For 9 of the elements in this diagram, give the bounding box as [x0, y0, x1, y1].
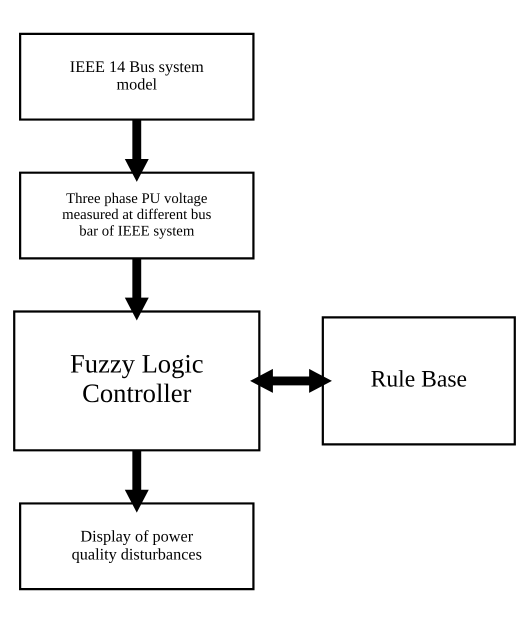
node-box: IEEE 14 Bus system model — [19, 32, 255, 121]
node-box: Rule Base — [322, 316, 516, 446]
node-box: Three phase PU voltage measured at different bus bar of IEEE system — [19, 172, 255, 260]
arrow — [124, 258, 149, 320]
node-box: Display of power quality disturbances — [19, 502, 255, 590]
node-box: Fuzzy Logic Controller — [13, 310, 260, 452]
arrow — [124, 450, 149, 513]
arrow — [124, 120, 149, 182]
arrow — [250, 368, 332, 393]
